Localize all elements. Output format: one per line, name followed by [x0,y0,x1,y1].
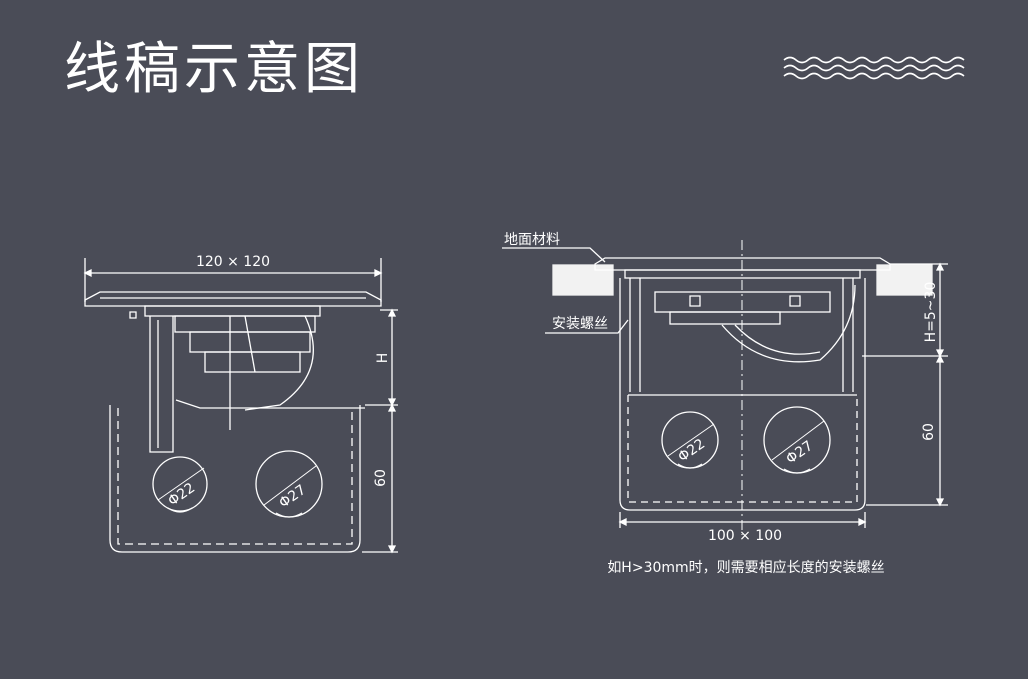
screw-label: 安装螺丝 [552,316,608,332]
page-title: 线稿示意图 [64,37,364,102]
left-width-dimension: 120 × 120 [196,254,270,270]
right-hole-small-label: Φ22 [675,436,708,466]
h-range-dimension: H=5~30 [923,282,939,343]
floor-material-label: 地面材料 [504,232,560,248]
left-h-dimension: H [375,353,391,364]
left-view [83,258,398,554]
right-width-dimension: 100 × 100 [708,528,782,544]
right-hole-large-label: Φ27 [783,438,816,468]
right-depth-dimension: 60 [921,423,937,441]
left-hole-large-label: Φ27 [276,482,309,512]
screw-length-note: 如H>30mm时，则需要相应长度的安装螺丝 [607,559,884,576]
left-depth-dimension: 60 [373,469,389,487]
right-view [502,240,948,535]
wave-lines-icon [783,56,965,80]
left-hole-small-label: Φ22 [165,480,198,510]
